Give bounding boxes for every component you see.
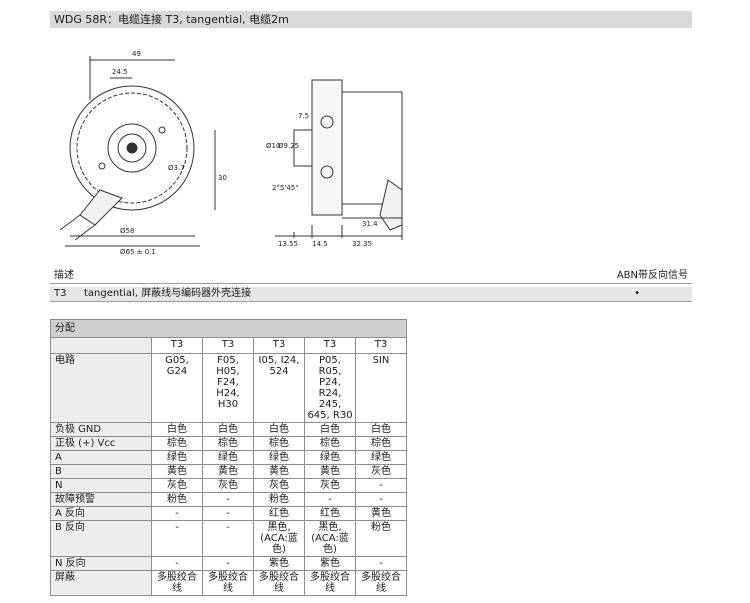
spec-text: tangential, 屏蔽线与编码器外壳连接 (84, 288, 252, 299)
dim-32-35: 32.35 (352, 240, 372, 248)
table-row: N 灰色 灰色 灰色 灰色 - (50, 478, 407, 493)
side-cable-outlet (379, 179, 403, 231)
shaft-center (126, 142, 138, 154)
dim-31-4: 31.4 (362, 220, 378, 228)
dim-14-5: 14.5 (312, 240, 328, 248)
spec-mark: • (634, 288, 640, 299)
col-header: T3 (151, 337, 203, 354)
dim-d58: Ø58 (120, 227, 134, 235)
dim-13-55: 13.55 (278, 240, 298, 248)
col-header: T3 (253, 337, 305, 354)
dim-hole: Ø3.7 (168, 164, 185, 172)
table-row: 正极 (+) Vcc 棕色 棕色 棕色 棕色 棕色 (50, 436, 407, 451)
col-header: T3 (304, 337, 356, 354)
table-row: A 反向 - - 红色 红色 黄色 (50, 506, 407, 521)
dim-30: 30 (218, 174, 227, 182)
product-title: WDG 58R：电缆连接 T3, tangential, 电缆2m (54, 13, 289, 26)
col-header: T3 (202, 337, 254, 354)
table-row: 电路 G05, G24 F05, H05, F24, H24, H30 I05,… (50, 353, 407, 423)
dim-angle: 2°5'45" (272, 184, 298, 192)
dim-24-5: 24.5 (112, 68, 128, 76)
spec-row: T3 tangential, 屏蔽线与编码器外壳连接 • (50, 287, 692, 302)
housing-circle (76, 92, 188, 204)
dim-7-5: 7.5 (298, 112, 309, 120)
assignment-table: 分配 T3 T3 T3 T3 T3 电路 G05, G24 F05, H05, … (50, 319, 407, 596)
dim-d9-25: Ø9.25 (278, 142, 299, 150)
dim-49: 49 (132, 50, 141, 58)
table-row: 故障预警 粉色 - 粉色 - - (50, 492, 407, 507)
table-row: 屏蔽 多股绞合线 多股绞合线 多股绞合线 多股绞合线 多股绞合线 (50, 570, 407, 596)
desc-heading: 描述 (54, 270, 74, 281)
flange-body (311, 79, 343, 216)
screw-hole-2 (98, 162, 106, 170)
spec-code: T3 (54, 288, 67, 299)
outer-flange-circle (69, 85, 195, 211)
table-row: B 反向 - - 黑色, (ACA:蓝色) 黑色, (ACA:蓝色) 粉色 (50, 520, 407, 557)
dim-d10: Ø10 (266, 142, 280, 150)
dim-d65: Ø65 ± 0.1 (120, 248, 156, 256)
rear-housing (341, 91, 403, 205)
hub-circle (107, 123, 157, 173)
table-row: A 绿色 绿色 绿色 绿色 绿色 (50, 450, 407, 465)
bore-circle (117, 133, 147, 163)
shaft (293, 129, 313, 167)
technical-drawing: 49 24.5 Ø3.7 30 Ø58 Ø65 ± 0.1 7.5 Ø10 Ø9… (59, 50, 403, 256)
table-row: B 黄色 黄色 黄色 黄色 灰色 (50, 464, 407, 479)
signal-heading: ABN带反向信号 (616, 270, 688, 281)
product-header-bar: WDG 58R：电缆连接 T3, tangential, 电缆2m (50, 11, 692, 28)
assignment-title: 分配 (50, 319, 407, 338)
col-header: T3 (355, 337, 407, 354)
spec-header: 描述 ABN带反向信号 (50, 269, 692, 284)
screw-hole-1 (158, 126, 166, 134)
table-row: 负极 GND 白色 白色 白色 白色 白色 (50, 422, 407, 437)
table-row: N 反向 - - 紫色 紫色 - (50, 556, 407, 571)
